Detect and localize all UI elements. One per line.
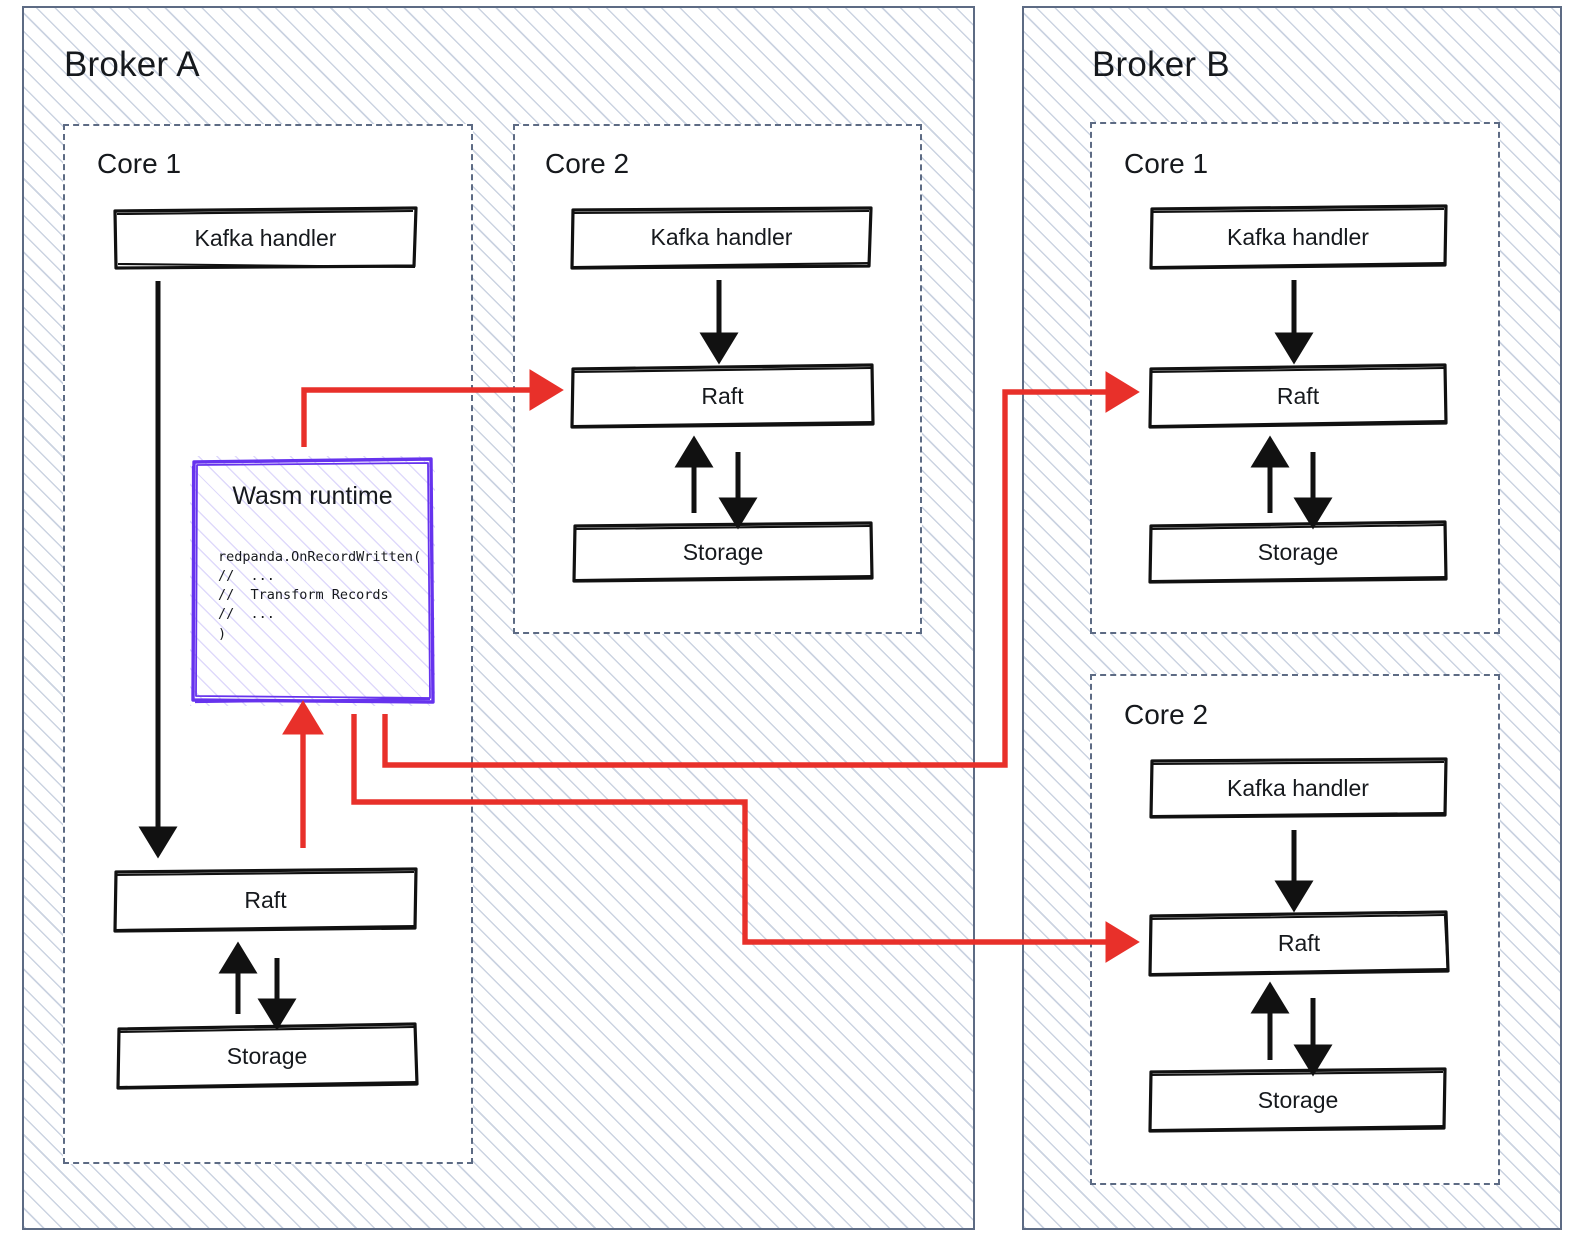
node-label: Kafka handler (1227, 774, 1369, 801)
broker-a-core-1-title: Core 1 (97, 148, 182, 179)
node-label: Raft (701, 382, 744, 409)
node-label: Storage (682, 538, 764, 565)
node-label: Kafka handler (194, 224, 337, 251)
broker-b-core-2-title: Core 2 (1124, 699, 1209, 730)
node-label: Storage (226, 1042, 308, 1069)
node-raft-broker-a-core-2[interactable]: Raft (570, 362, 875, 430)
node-label: Storage (1257, 1086, 1339, 1113)
node-raft-broker-a-core-1[interactable]: Raft (113, 866, 418, 934)
node-label: Raft (1277, 929, 1321, 956)
broker-b-core-1-title: Core 1 (1124, 148, 1209, 179)
broker-b-title: Broker B (1092, 45, 1230, 84)
node-kafka-handler-broker-a-core-1[interactable]: Kafka handler (113, 206, 418, 270)
sketch-border (116, 1022, 419, 1090)
sketch-border (113, 206, 418, 270)
node-storage-broker-b-core-2[interactable]: Storage (1148, 1066, 1448, 1134)
node-kafka-handler-broker-b-core-1[interactable]: Kafka handler (1148, 203, 1448, 271)
node-storage-broker-a-core-2[interactable]: Storage (572, 521, 874, 583)
node-storage-broker-b-core-1[interactable]: Storage (1148, 520, 1448, 584)
node-label: Storage (1257, 538, 1339, 565)
sketch-border (1149, 757, 1448, 819)
sketch-border (1148, 910, 1450, 977)
node-label: Kafka handler (1227, 223, 1369, 250)
sketch-border (1148, 363, 1448, 429)
broker-a-core-2-title: Core 2 (545, 148, 630, 179)
node-label: Raft (244, 886, 287, 913)
broker-a-title: Broker A (64, 45, 200, 84)
node-storage-broker-a-core-1[interactable]: Storage (116, 1022, 419, 1090)
sketch-border (570, 206, 873, 270)
node-wasm-runtime-broker-a-core-1[interactable]: Wasm runtime redpanda.OnRecordWritten( /… (190, 456, 435, 706)
node-label: Kafka handler (650, 224, 793, 250)
node-raft-broker-b-core-2[interactable]: Raft (1148, 908, 1450, 978)
sketch-border (1149, 204, 1448, 270)
sketch-border (1148, 1067, 1447, 1133)
wasm-runtime-code: redpanda.OnRecordWritten( // ... // Tran… (218, 549, 422, 642)
node-kafka-handler-broker-a-core-2[interactable]: Kafka handler (570, 205, 873, 270)
node-raft-broker-b-core-1[interactable]: Raft (1148, 362, 1448, 430)
node-kafka-handler-broker-b-core-2[interactable]: Kafka handler (1148, 756, 1448, 820)
wasm-runtime-title: Wasm runtime (232, 482, 393, 510)
node-label: Raft (1276, 382, 1320, 409)
